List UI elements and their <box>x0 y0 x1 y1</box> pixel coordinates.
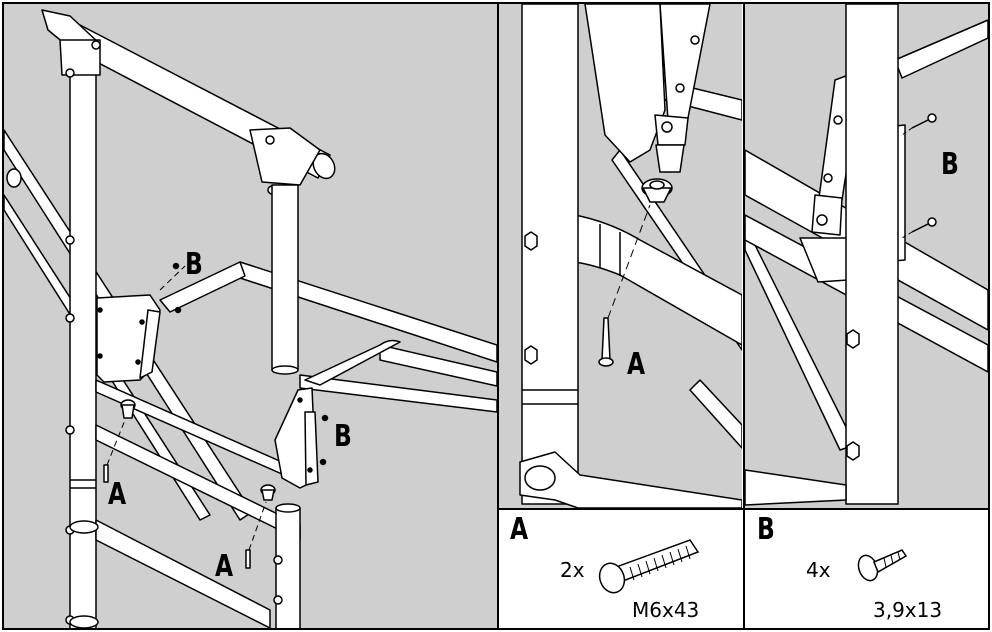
part-a-quantity: 2x <box>560 558 585 582</box>
part-b-quantity: 4x <box>806 558 831 582</box>
callout-b-right: B <box>334 419 352 454</box>
detail-callout-b: B <box>941 147 959 182</box>
screw-icon <box>857 549 908 582</box>
part-a-size: M6x43 <box>632 598 700 622</box>
callout-a-right: A <box>215 549 234 584</box>
bolt-icon <box>598 539 700 594</box>
part-a-letter: A <box>510 512 529 547</box>
detail-assembly-a <box>519 4 742 508</box>
callout-b-top: B <box>185 247 203 282</box>
main-assembly <box>4 9 497 628</box>
detail-callout-a: A <box>627 347 646 382</box>
part-b-letter: B <box>757 512 775 547</box>
callout-a-left: A <box>108 477 127 512</box>
part-b-size: 3,9x13 <box>873 598 943 622</box>
detail-assembly-b <box>745 4 988 506</box>
